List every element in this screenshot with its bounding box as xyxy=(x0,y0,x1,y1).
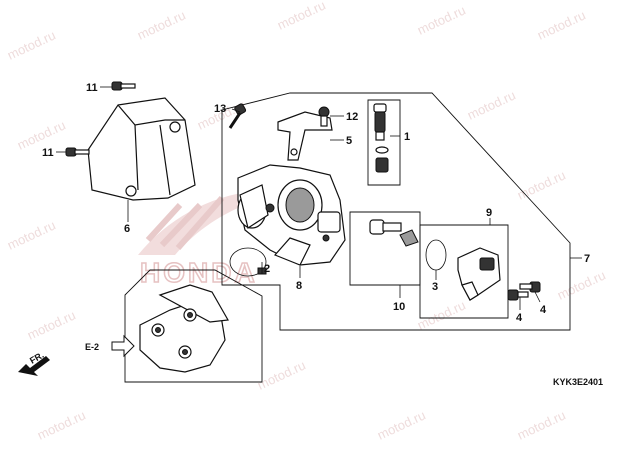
callout-3: 3 xyxy=(432,281,438,293)
watermark-text: motod.ru xyxy=(465,87,518,122)
watermark-text: motod.ru xyxy=(555,267,608,302)
callout-5: 5 xyxy=(346,135,352,147)
reference-label: E-2 xyxy=(85,342,99,352)
callouts: 1 2 3 4 4 5 6 7 8 9 10 11 11 12 13 xyxy=(42,82,590,324)
insulator-frame xyxy=(124,269,263,383)
bracket xyxy=(277,111,333,161)
throttle-body xyxy=(237,164,346,266)
bolt-upper xyxy=(111,81,136,91)
diagram-code: KYK3E2401 xyxy=(553,377,603,387)
watermark-text: motod.ru xyxy=(255,357,308,392)
callout-10: 10 xyxy=(393,301,405,313)
watermark-text: motod.ru xyxy=(375,407,428,442)
callout-8: 8 xyxy=(296,280,302,292)
leader-lines xyxy=(56,86,541,310)
screw-12 xyxy=(318,106,330,127)
callout-6: 6 xyxy=(124,223,130,235)
callout-11-upper: 11 xyxy=(86,82,98,94)
injector-sensor xyxy=(373,103,389,173)
watermark-text: motod.ru xyxy=(535,7,588,42)
intake-insulator xyxy=(139,284,229,373)
callout-9: 9 xyxy=(486,207,492,219)
callout-4-right: 4 xyxy=(540,304,547,316)
callout-12: 12 xyxy=(346,111,358,123)
screw-4-left xyxy=(507,289,529,301)
watermark-text: motod.ru xyxy=(515,407,568,442)
callout-11-lower: 11 xyxy=(42,147,54,159)
assembly-frame xyxy=(221,92,571,331)
watermark-text: motod.ru xyxy=(35,407,88,442)
callout-13: 13 xyxy=(214,103,226,115)
watermark-text: motod.ru xyxy=(135,7,188,42)
watermark-text: motod.ru xyxy=(25,307,78,342)
throttle-sensor xyxy=(457,247,501,301)
watermark-text: motod.ru xyxy=(415,2,468,37)
screw-4-right xyxy=(519,281,541,293)
forward-arrow: FR. xyxy=(18,350,50,376)
callout-1: 1 xyxy=(404,131,410,143)
reference-arrow: E-2 xyxy=(85,334,135,358)
watermark-text: motod.ru xyxy=(275,0,328,33)
bolt-13 xyxy=(228,103,247,129)
sensor-frame-9 xyxy=(419,224,509,319)
bolt-lower xyxy=(65,147,90,157)
watermark-text: motod.ru xyxy=(515,167,568,202)
callout-4-left: 4 xyxy=(516,312,523,324)
callout-7: 7 xyxy=(584,253,590,265)
watermark-text: motod.ru xyxy=(5,27,58,62)
watermark-text: motod.ru xyxy=(415,297,468,332)
heat-guard xyxy=(87,97,196,201)
idle-screw xyxy=(369,219,419,247)
callout-2: 2 xyxy=(264,263,270,275)
o-ring xyxy=(425,239,447,271)
sensor-frame-1 xyxy=(367,99,401,186)
watermark-text: motod.ru xyxy=(5,217,58,252)
